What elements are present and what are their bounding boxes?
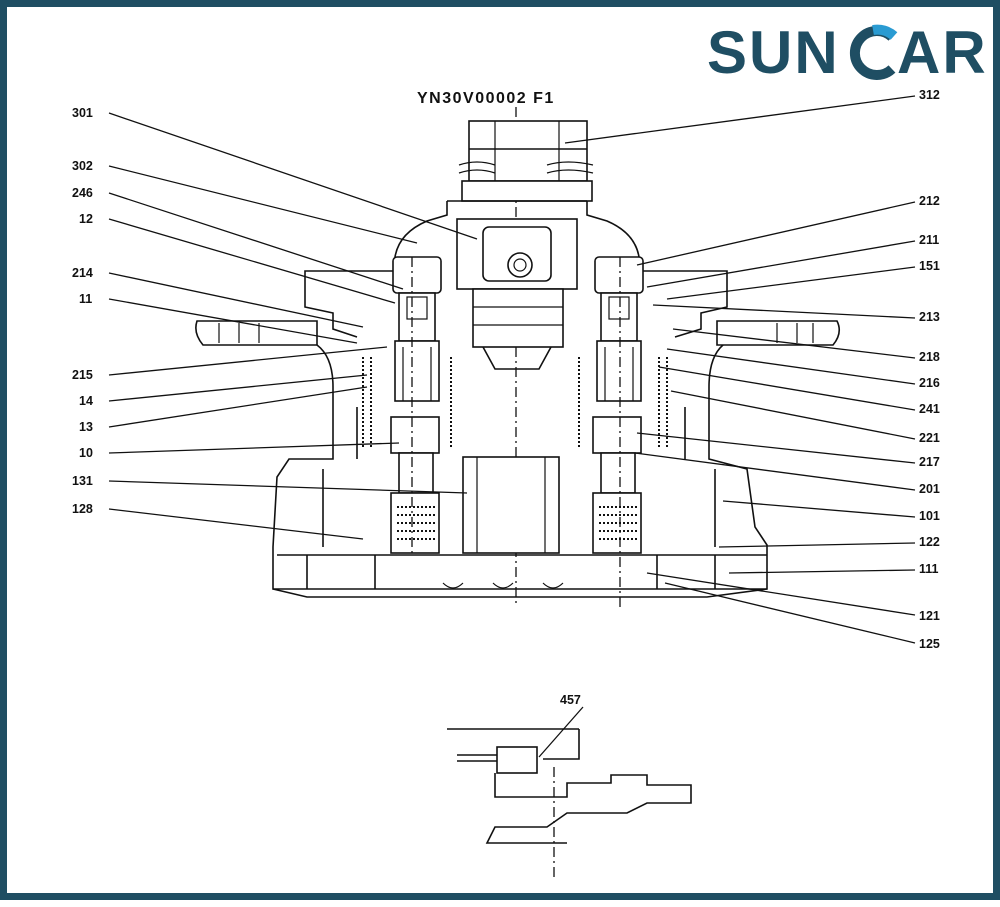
callout-14: 14 xyxy=(79,394,93,408)
detail-457-drawing xyxy=(447,728,692,879)
callout-246: 246 xyxy=(72,186,93,200)
callout-201: 201 xyxy=(919,482,940,496)
callout-457: 457 xyxy=(560,693,581,707)
callout-217: 217 xyxy=(919,455,940,469)
logo-text-car: AR xyxy=(897,19,988,86)
callout-312: 312 xyxy=(919,88,940,102)
callout-detail: 457 xyxy=(538,693,584,758)
callout-101: 101 xyxy=(919,509,940,523)
callout-128: 128 xyxy=(72,502,93,516)
left-piston-assembly xyxy=(362,256,452,555)
parts-diagram: SUN AR YN30V00002 F1 xyxy=(72,19,988,879)
callout-214: 214 xyxy=(72,266,93,280)
callouts-left: 301 302 246 12 214 11 215 14 13 10 131 1… xyxy=(72,106,478,540)
callout-211: 211 xyxy=(919,233,939,247)
callout-213: 213 xyxy=(919,310,940,324)
logo-c-icon xyxy=(849,24,898,80)
mounting-flanges xyxy=(195,320,841,346)
right-piston-assembly xyxy=(578,256,668,607)
suncar-logo: SUN AR xyxy=(707,19,988,86)
output-shaft xyxy=(458,120,594,202)
callout-216: 216 xyxy=(919,376,940,390)
callout-122: 122 xyxy=(919,535,940,549)
diagram-title: YN30V00002 F1 xyxy=(417,90,555,107)
drive-shaft xyxy=(456,218,578,370)
callout-121: 121 xyxy=(919,609,940,623)
upper-housing xyxy=(304,200,728,338)
callout-221: 221 xyxy=(919,431,940,445)
callout-302: 302 xyxy=(72,159,93,173)
callout-218: 218 xyxy=(919,350,940,364)
callout-111: 111 xyxy=(919,562,939,576)
callout-212: 212 xyxy=(919,194,940,208)
callout-11: 11 xyxy=(79,292,92,306)
callout-125: 125 xyxy=(919,637,940,651)
motor-assembly-drawing xyxy=(195,107,841,607)
callout-241: 241 xyxy=(919,402,940,416)
callout-215: 215 xyxy=(72,368,93,382)
callout-13: 13 xyxy=(79,420,93,434)
main-body xyxy=(272,344,768,598)
callout-10: 10 xyxy=(79,446,93,460)
callouts-right: 312 212 211 151 213 218 216 241 221 217 … xyxy=(564,88,940,651)
callout-301: 301 xyxy=(72,106,93,120)
callout-12: 12 xyxy=(79,212,93,226)
callout-131: 131 xyxy=(72,474,93,488)
callout-151: 151 xyxy=(919,259,940,273)
logo-text-sun: SUN xyxy=(707,19,840,86)
